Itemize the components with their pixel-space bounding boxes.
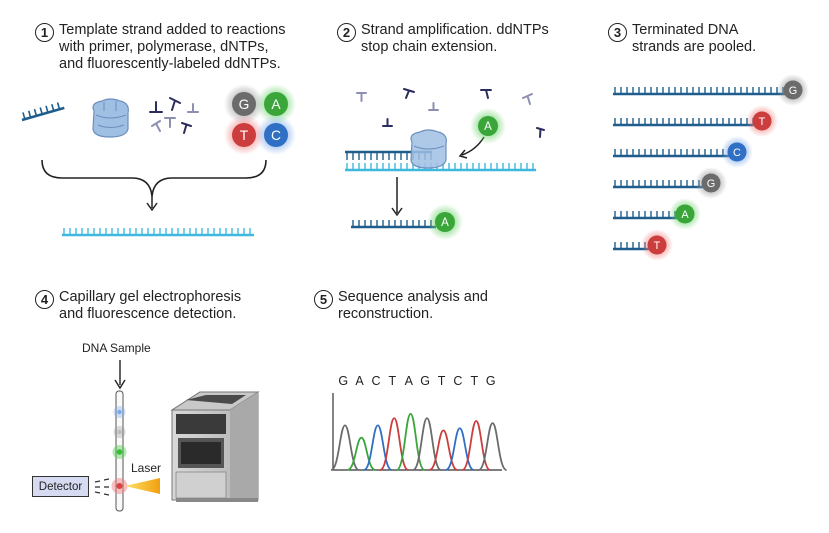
ddntp-G: G	[224, 84, 264, 124]
step-2-line-1: Strand amplification. ddNTPs	[361, 22, 549, 38]
sequence-base: C	[371, 374, 381, 388]
terminated-strand: T	[613, 229, 673, 261]
base-letter: G	[239, 97, 250, 112]
detector-label: Detector	[38, 480, 83, 493]
terminated-strand: T	[613, 105, 778, 137]
step-5-line-1: Sequence analysis and	[338, 289, 488, 305]
step-number: 5	[314, 290, 333, 309]
step-2-caption: 2 Strand amplification. ddNTPs stop chai…	[337, 22, 549, 56]
step-number: 4	[35, 290, 54, 309]
step-3-line-1: Terminated DNA	[632, 22, 739, 38]
sequence-base: T	[388, 374, 397, 388]
merge-bracket	[41, 159, 267, 197]
base-letter: C	[271, 128, 281, 143]
step-1-line-1: Template strand added to reactions	[59, 22, 286, 38]
step-3-caption: 3 Terminated DNA strands are pooled.	[608, 22, 756, 56]
step-1-line-3: and fluorescently-labeled ddNTPs.	[59, 56, 281, 72]
laser-beam	[125, 478, 160, 494]
primer	[21, 102, 65, 122]
peak-G	[478, 422, 508, 471]
sequence-base: T	[470, 374, 479, 388]
ddntp-G: G	[777, 74, 809, 106]
step-1-caption: 1 Template strand added to reactions wit…	[35, 22, 286, 73]
sequence-base: A	[404, 374, 413, 388]
polymerase	[410, 129, 447, 169]
ddntp-T: T	[746, 105, 778, 137]
step-number: 2	[337, 23, 356, 42]
ddntp-A: A	[669, 198, 701, 230]
ddntp-group: G A T C	[224, 84, 296, 155]
chromatogram	[330, 393, 508, 471]
step-4-line-2: and fluorescence detection.	[59, 306, 237, 322]
terminated-strand: G	[613, 74, 809, 106]
base-letter: A	[681, 209, 689, 221]
ddntp-G: G	[695, 167, 727, 199]
merge-arrow	[146, 195, 158, 212]
ddntp-A: A	[470, 108, 506, 144]
base-letter: T	[759, 116, 766, 128]
step-4-caption: 4 Capillary gel electrophoresis and fluo…	[35, 289, 241, 323]
down-arrow	[391, 177, 403, 217]
terminated-strands: G T C G A T	[613, 74, 809, 261]
ddntp-A: A	[427, 204, 463, 240]
sequence-base: T	[437, 374, 446, 388]
ddntp-C: C	[256, 115, 296, 155]
step-5-line-2: reconstruction.	[338, 306, 434, 322]
base-letter: A	[484, 121, 492, 133]
peak-C	[445, 427, 475, 471]
base-letter: C	[733, 147, 741, 159]
ddntp-group: AA	[427, 108, 506, 240]
step-3-line-2: strands are pooled.	[632, 39, 757, 55]
peak-A	[395, 412, 426, 471]
base-letter: A	[271, 97, 281, 112]
step-5-caption: 5 Sequence analysis and reconstruction.	[314, 289, 488, 323]
polymerase	[92, 98, 129, 138]
base-letter: G	[789, 85, 797, 97]
sequence-base: G	[338, 374, 349, 388]
step-number: 3	[608, 23, 627, 42]
sequencer-instrument	[170, 391, 260, 502]
emission-dashes	[94, 478, 110, 496]
step-number: 1	[35, 23, 54, 42]
peak-G	[330, 424, 360, 471]
peak-C	[363, 424, 393, 471]
step-2-illustration	[356, 88, 545, 138]
sequence-base: A	[355, 374, 364, 388]
terminated-strand: A	[613, 198, 701, 230]
ddntp-C: C	[721, 136, 753, 168]
template-strand	[62, 228, 254, 237]
terminated-strand: C	[613, 136, 753, 168]
detector-box: Detector	[32, 476, 89, 497]
base-letter: T	[240, 128, 249, 143]
ddntp-A: A	[256, 84, 296, 124]
peak-A	[347, 436, 376, 471]
step-4-line-1: Capillary gel electrophoresis	[59, 289, 242, 305]
step-2-line-2: stop chain extension.	[361, 39, 498, 55]
laser-label: Laser	[131, 461, 162, 475]
base-letter: G	[707, 178, 715, 190]
base-letter: A	[441, 217, 449, 229]
step-1-illustration	[21, 97, 199, 138]
step-1-line-2: with primer, polymerase, dNTPs,	[59, 39, 269, 55]
base-letter: T	[654, 240, 661, 252]
sequence-base: C	[453, 374, 463, 388]
dna-sample-label: DNA Sample	[82, 341, 151, 355]
dntps	[149, 97, 199, 134]
sequence-base: G	[420, 374, 431, 388]
sample-arrow	[114, 360, 126, 390]
terminated-strand: G	[613, 167, 727, 199]
peak-traces	[330, 412, 508, 471]
ddntp-T: T	[641, 229, 673, 261]
sequence-base: G	[485, 374, 496, 388]
ddntp-T: T	[224, 115, 264, 155]
